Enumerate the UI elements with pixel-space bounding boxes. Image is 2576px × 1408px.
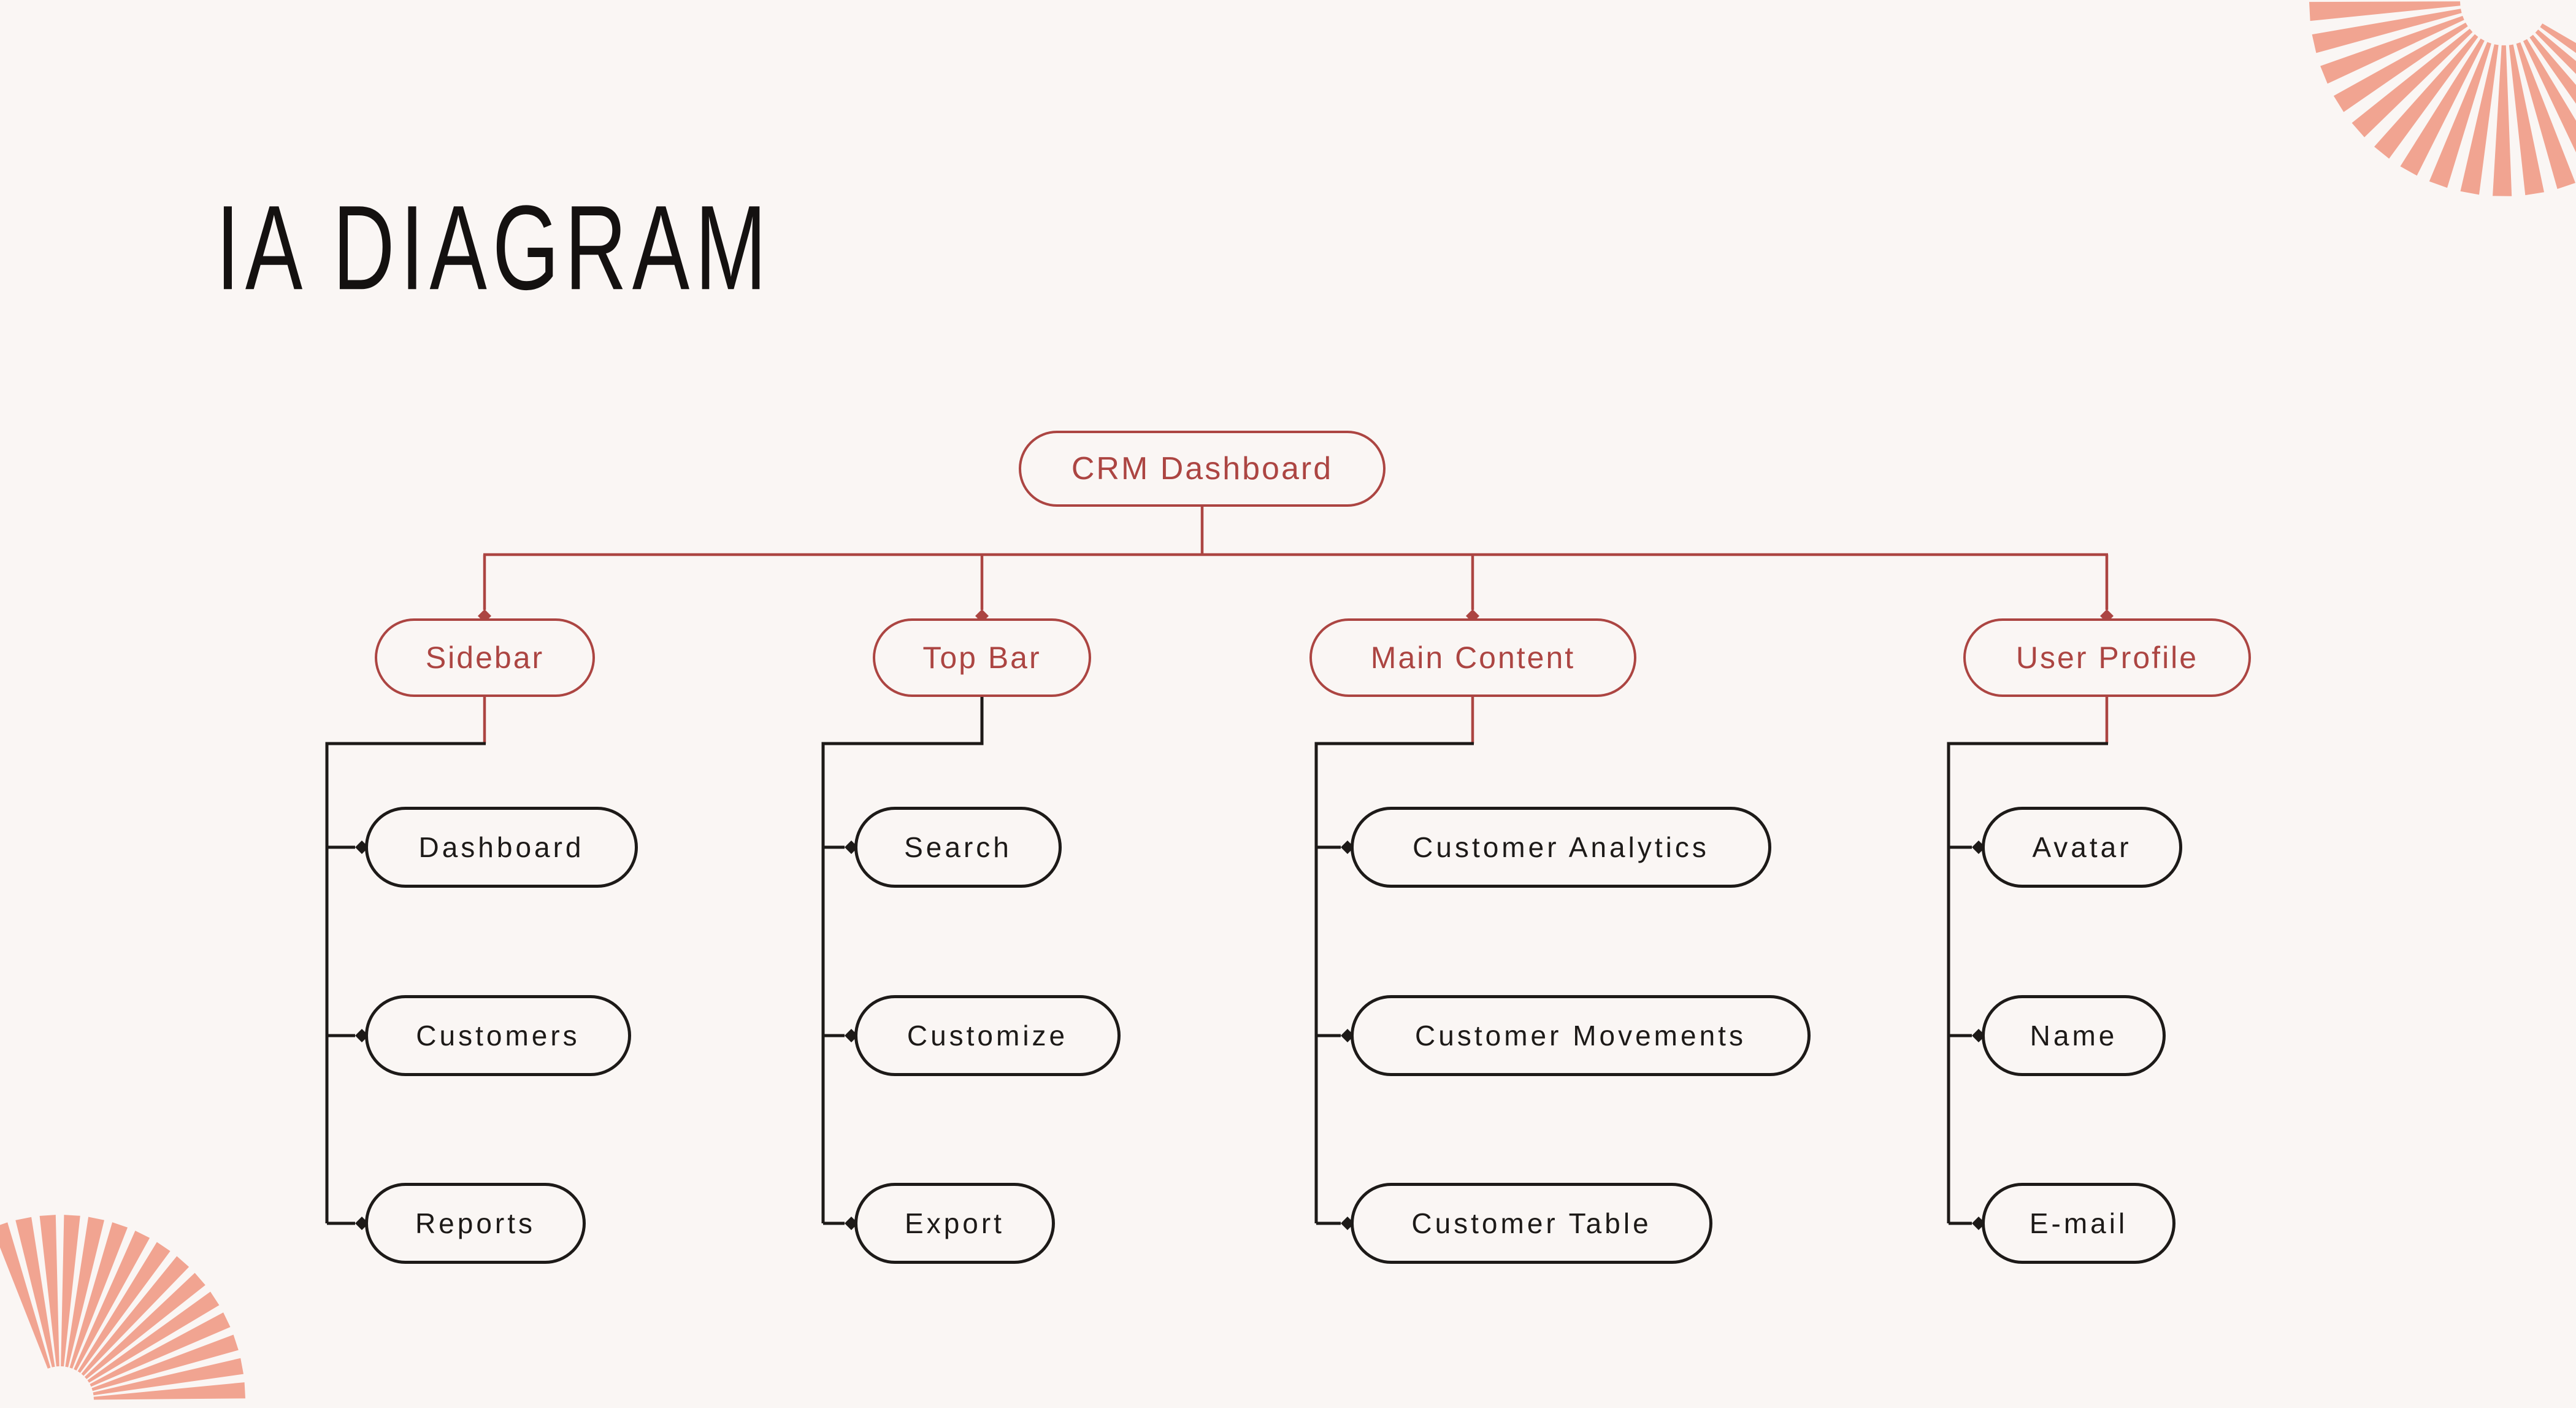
sunburst-ray <box>2309 1 2461 21</box>
node-name: Name <box>1982 995 2166 1076</box>
node-crm-dashboard: CRM Dashboard <box>1019 431 1386 507</box>
sunburst-ray <box>85 1272 205 1379</box>
sunburst-ray <box>2529 34 2576 104</box>
sunburst-ray <box>0 1222 51 1369</box>
node-label: Customer Analytics <box>1413 831 1709 863</box>
connector-black-lines <box>325 697 2108 1225</box>
node-label: Customer Movements <box>1415 1020 1746 1052</box>
sunburst-ray <box>77 1242 171 1373</box>
node-label: E-mail <box>2029 1207 2128 1239</box>
node-customers: Customers <box>365 995 631 1076</box>
node-search: Search <box>854 807 1062 888</box>
sunburst-ray <box>2523 39 2576 153</box>
sunburst-ray <box>2429 42 2491 188</box>
node-label: Name <box>2030 1020 2118 1052</box>
sunburst-ray <box>91 1334 239 1391</box>
node-user-profile: User Profile <box>1963 618 2251 697</box>
sunburst-bottom-left <box>0 1215 245 1400</box>
node-export: Export <box>854 1183 1055 1264</box>
node-customer-analytics: Customer Analytics <box>1351 807 1771 888</box>
sunburst-ray <box>2509 44 2544 196</box>
node-label: Sidebar <box>425 641 545 675</box>
sunburst-ray <box>2460 44 2499 195</box>
sunburst-ray <box>81 1256 190 1376</box>
red-diamond-arrowheads <box>478 609 2114 623</box>
node-email: E-mail <box>1982 1183 2175 1264</box>
node-customer-movements: Customer Movements <box>1351 995 1811 1076</box>
node-dashboard: Dashboard <box>365 807 638 888</box>
node-label: Customers <box>416 1020 580 1052</box>
sunburst-ray <box>2374 34 2478 159</box>
node-label: Main Content <box>1370 641 1576 675</box>
node-label: Export <box>905 1207 1005 1239</box>
sunburst-top-right <box>2309 1 2576 196</box>
node-label: User Profile <box>2015 641 2199 675</box>
connector-red-lines <box>483 507 2109 744</box>
sunburst-ray <box>2320 15 2464 84</box>
sunburst-ray <box>39 1215 59 1367</box>
node-main-content: Main Content <box>1309 618 1636 697</box>
node-label: CRM Dashboard <box>1071 451 1333 487</box>
node-customize: Customize <box>854 995 1121 1076</box>
sunburst-ray <box>61 1215 80 1367</box>
node-customer-table: Customer Table <box>1351 1183 1712 1264</box>
sunburst-ray <box>2535 29 2576 74</box>
page-title: IA DIAGRAM <box>216 180 772 315</box>
sunburst-ray <box>15 1217 55 1368</box>
sunburst-ray <box>65 1217 104 1368</box>
node-label: Search <box>904 831 1012 863</box>
sunburst-ray <box>93 1382 245 1400</box>
node-label: Reports <box>415 1207 536 1239</box>
sunburst-ray <box>90 1312 231 1387</box>
sunburst-ray <box>69 1222 128 1369</box>
node-reports: Reports <box>365 1183 586 1264</box>
node-label: Customize <box>907 1020 1068 1052</box>
sunburst-ray <box>2352 28 2473 137</box>
node-label: Customer Table <box>1411 1207 1652 1239</box>
sunburst-ray <box>2493 45 2512 196</box>
sunburst-ray <box>93 1358 243 1396</box>
node-label: Dashboard <box>418 831 585 863</box>
node-avatar: Avatar <box>1982 807 2182 888</box>
node-label: Avatar <box>2032 831 2132 863</box>
node-label: Top Bar <box>922 641 1041 675</box>
sunburst-ray <box>74 1231 150 1371</box>
sunburst-ray <box>2312 9 2462 53</box>
node-sidebar: Sidebar <box>375 618 595 697</box>
node-top-bar: Top Bar <box>873 618 1091 697</box>
sunburst-ray <box>2516 42 2575 189</box>
sunburst-ray <box>2400 38 2485 176</box>
sunburst-ray <box>2333 22 2468 112</box>
sunburst-ray <box>87 1291 220 1383</box>
sunburst-ray <box>2540 23 2576 53</box>
